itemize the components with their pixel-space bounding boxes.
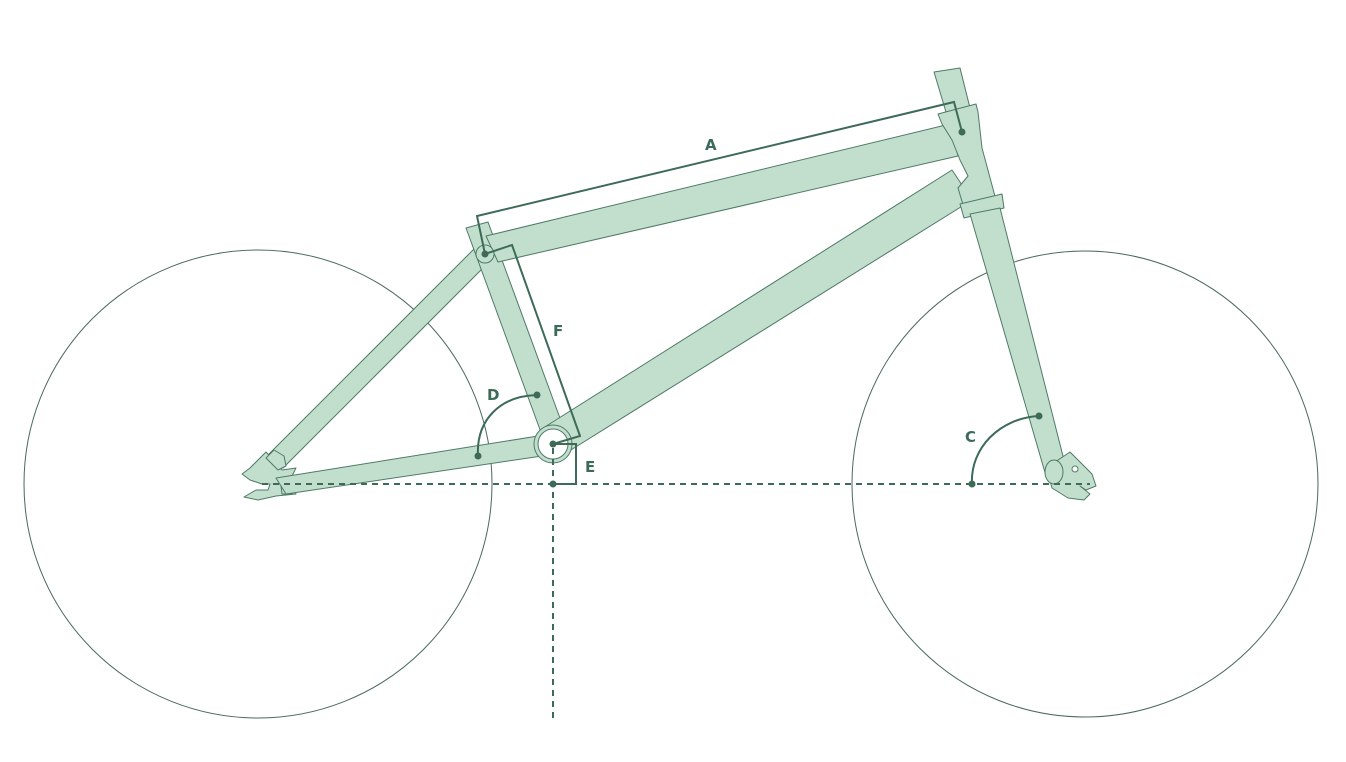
dimension-c-arc (970, 415, 1040, 485)
label-e: E (585, 458, 595, 476)
front-dropout-tab (1044, 459, 1064, 485)
dimension-c-start-dot (968, 480, 976, 488)
label-f: F (553, 322, 563, 340)
front-wheel (851, 250, 1319, 718)
headset-cup (959, 193, 1005, 219)
rear-dropout-tab (265, 449, 287, 471)
dimension-d-end-dot (533, 391, 541, 399)
bb-center-dot (549, 440, 557, 448)
dimension-c-end-dot (1035, 412, 1043, 420)
seat-stay (267, 243, 494, 469)
chain-stay (275, 435, 543, 495)
label-c: C (965, 428, 976, 446)
rear-wheel (23, 249, 493, 719)
dimension-a-end-dot (958, 128, 966, 136)
label-a: A (705, 136, 717, 154)
dimension-a-line (475, 100, 963, 255)
head-tube (937, 103, 997, 209)
dimension-d-arc (476, 394, 538, 457)
front-dropout-hole (1071, 465, 1079, 473)
dimension-d-start-dot (474, 452, 482, 460)
dimension-f-line (484, 243, 582, 445)
label-d: D (487, 386, 499, 404)
fork-leg (969, 207, 1067, 477)
